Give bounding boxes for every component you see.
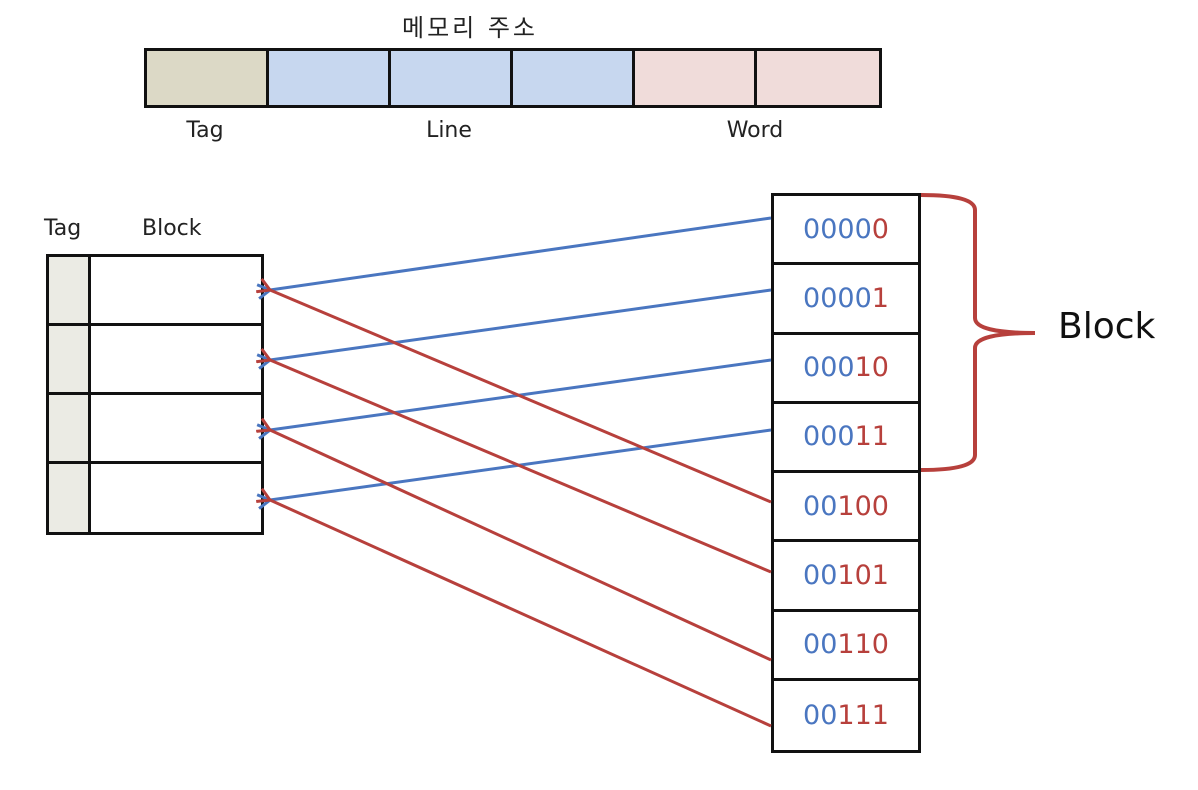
address-tag-line-bits: 0000	[803, 213, 872, 245]
address-low-bits: 10	[854, 352, 889, 384]
mapping-arrow	[270, 500, 772, 728]
mapping-arrow	[270, 360, 772, 574]
cache-line	[49, 395, 261, 464]
address-tag-label: Tag	[186, 118, 224, 143]
address-low-bits: 100	[837, 490, 889, 522]
address-word-segment	[757, 51, 879, 105]
address-tag-segment	[147, 51, 269, 105]
diagram-title: 메모리 주소	[401, 14, 539, 42]
address-tag-line-bits: 000	[803, 352, 855, 384]
address-line-segment	[391, 51, 513, 105]
cache-block-cell	[91, 464, 261, 532]
mapping-arrow	[270, 216, 772, 290]
address-low-bits: 111	[837, 699, 889, 731]
cache-tag-cell	[49, 326, 91, 392]
cache-line	[49, 326, 261, 395]
address-tag-line-bits: 00	[803, 559, 838, 591]
cache-line	[49, 257, 261, 326]
address-tag-line-bits: 000	[803, 421, 855, 453]
cache-line	[49, 464, 261, 532]
cache-block-cell	[91, 395, 261, 461]
cache-block-cell	[91, 257, 261, 323]
cache-tag-cell	[49, 464, 91, 532]
cache-tag-cell	[49, 395, 91, 461]
address-word-segment	[635, 51, 757, 105]
address-word-label: Word	[726, 118, 784, 143]
address-low-bits: 11	[854, 421, 889, 453]
address-line-label: Line	[426, 118, 472, 143]
address-tag-line-bits: 00	[803, 629, 838, 661]
address-low-bits: 1	[871, 282, 889, 314]
address-tag-line-bits: 00	[803, 699, 838, 731]
cache-block-cell	[91, 326, 261, 392]
cache-tag-cell	[49, 257, 91, 323]
mapping-arrow	[270, 430, 772, 662]
block-brace	[920, 193, 1036, 472]
address-tag-line-bits: 0000	[803, 282, 872, 314]
cache-block-header: Block	[142, 216, 202, 241]
address-line-segment	[513, 51, 635, 105]
mapping-arrow	[270, 288, 772, 360]
address-low-bits: 0	[871, 213, 889, 245]
address-low-bits: 101	[837, 559, 889, 591]
address-low-bits: 110	[837, 629, 889, 661]
mapping-arrow	[270, 290, 772, 504]
cache-tag-header: Tag	[44, 216, 82, 241]
address-tag-line-bits: 00	[803, 490, 838, 522]
address-line-segment	[269, 51, 391, 105]
address-format-bar	[144, 48, 882, 108]
block-brace-label: Block	[1058, 306, 1156, 347]
cache-table	[46, 254, 264, 535]
